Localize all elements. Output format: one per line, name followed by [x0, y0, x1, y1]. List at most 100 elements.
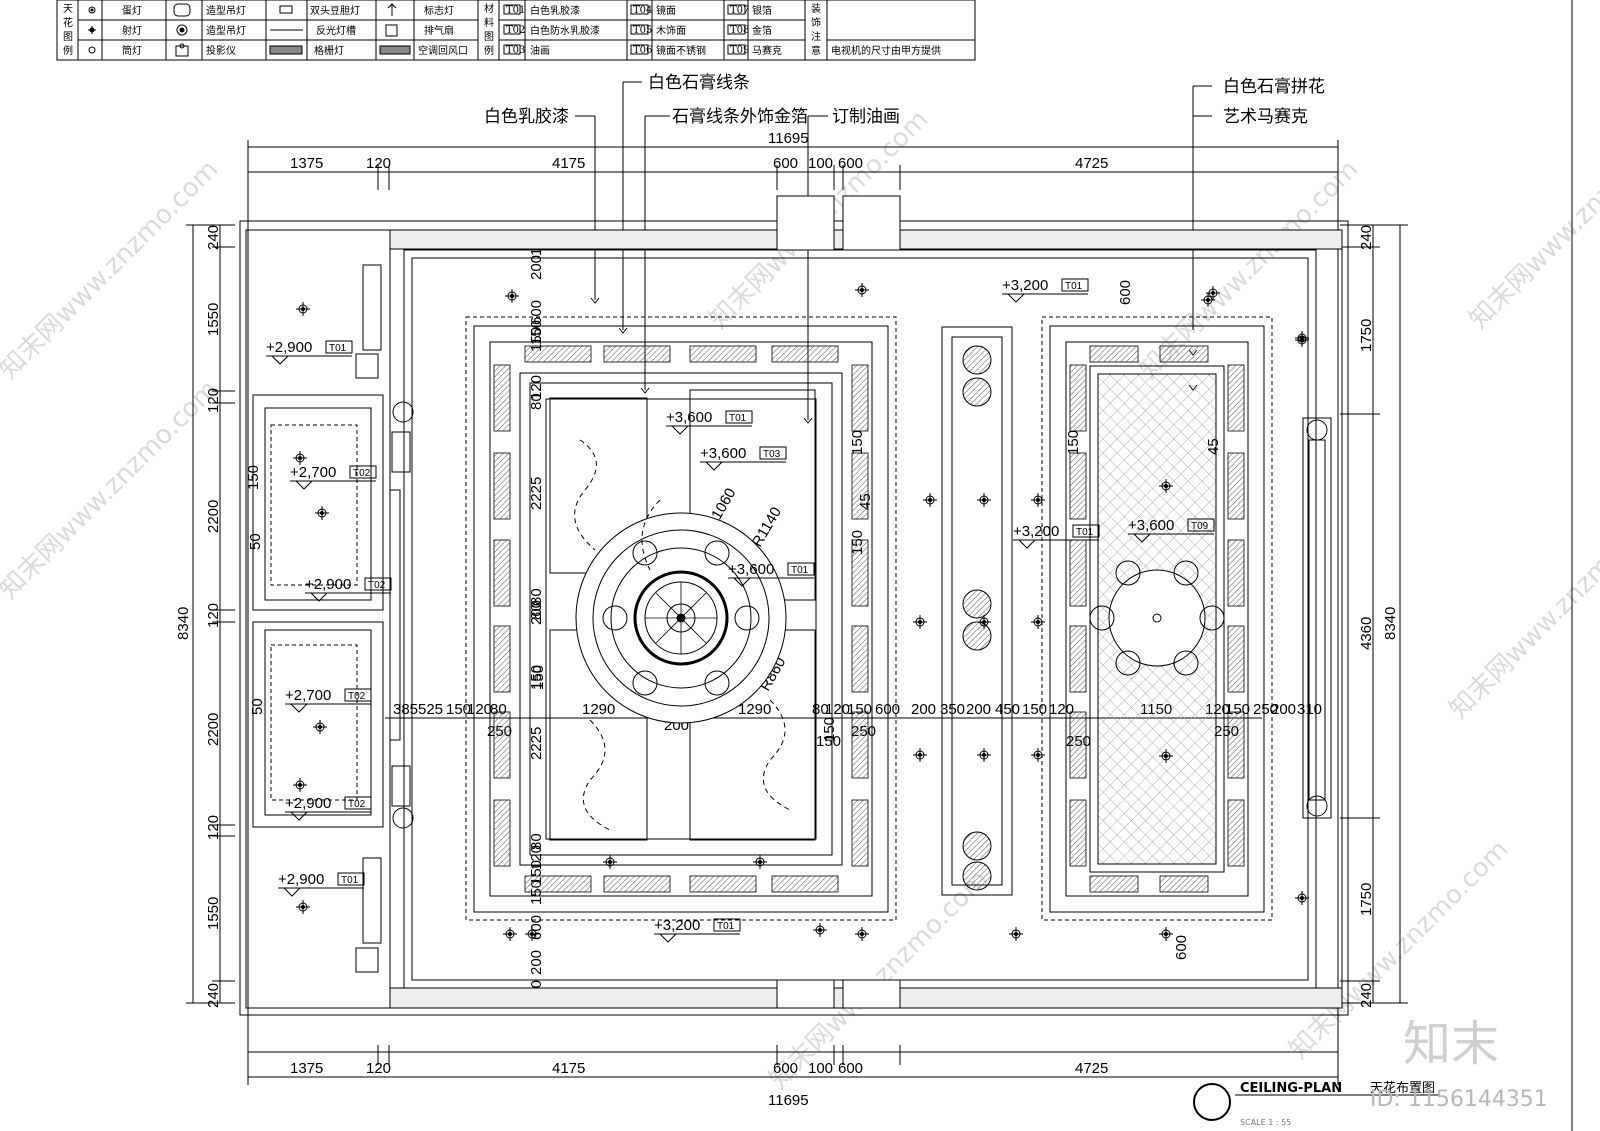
- chandelier-center: [549, 389, 816, 841]
- legend-note-title: 饰: [811, 16, 821, 29]
- annotation-custom-painting: 订制油画: [832, 107, 900, 127]
- downlight-icon: [1295, 331, 1309, 345]
- level-material-tag: T01: [329, 343, 347, 354]
- dimension-label: 150: [530, 665, 547, 690]
- level-value: +3,200: [654, 917, 700, 934]
- dimension-label: 150: [1065, 430, 1082, 455]
- level-value: +3,600: [728, 561, 774, 578]
- downlight-icon: [525, 927, 539, 941]
- legend-note-title: 意: [811, 44, 821, 57]
- downlight-icon: [855, 927, 869, 941]
- dimension-label: 1550: [205, 303, 222, 336]
- dimension-label: 50: [249, 698, 266, 715]
- dimension-label: 150: [849, 430, 866, 455]
- watermark-text: 知末网www.znzmo.com: [0, 154, 224, 385]
- level-material-tag: T01: [1065, 281, 1083, 292]
- legend-text: 天 花 图 例 蛋灯 造型吊灯 双头豆胆灯 标志灯 射灯 造型吊灯 反光灯槽 排…: [63, 2, 941, 57]
- downlight-icon: [1295, 891, 1309, 905]
- material-tag: T01: [506, 5, 525, 16]
- downlight-icon: [315, 506, 329, 520]
- annotation-plaster-line: 白色石膏线条: [648, 72, 750, 93]
- material-item: 银箔: [752, 4, 772, 17]
- dimension-label: 4360: [1358, 617, 1375, 650]
- dimension-label: 4175: [552, 1060, 585, 1077]
- downlight-icon: [753, 855, 767, 869]
- material-item: 木饰面: [656, 24, 686, 37]
- downlight-icon: [1201, 293, 1215, 307]
- dimension-label: 120: [205, 603, 222, 628]
- dimension-label: 150: [821, 717, 838, 742]
- dimension-left-total: 8340: [175, 607, 192, 640]
- dimension-label: 1290: [738, 701, 771, 718]
- dimension-label: 450: [995, 701, 1020, 718]
- dimension-label: 1375: [290, 1060, 323, 1077]
- dimension-label: 600: [773, 155, 798, 172]
- dimension-label: 4725: [1075, 155, 1108, 172]
- annotation-white-latex: 白色乳胶漆: [484, 107, 569, 127]
- dimension-label: 120: [528, 845, 545, 870]
- annotation-mosaic: 艺术马赛克: [1223, 106, 1308, 127]
- level-material-tag: T02: [353, 468, 371, 479]
- dimension-label: 240: [1358, 225, 1375, 250]
- dimension-label: 350: [940, 701, 965, 718]
- dimension-label: 2225: [528, 727, 545, 760]
- dimension-label: 80: [528, 603, 545, 620]
- level-material-tag: T01: [717, 921, 735, 932]
- downlight-icon: [977, 748, 991, 762]
- legend-item: 双头豆胆灯: [310, 5, 360, 17]
- dimension-label: 150: [446, 701, 471, 718]
- level-value: +2,700: [290, 464, 336, 481]
- site-logo: 知末: [1403, 1016, 1499, 1072]
- level-marker: +2,900 T01: [266, 339, 353, 365]
- downlight-icon: [1159, 479, 1173, 493]
- watermark-text: 知末网www.znzmo.com: [1464, 104, 1600, 335]
- dimension-label: 200: [966, 701, 991, 718]
- level-value: +3,600: [700, 445, 746, 462]
- level-value: +2,700: [285, 687, 331, 704]
- downlight-icon: [923, 493, 937, 507]
- legend-material-title: 图: [484, 31, 494, 43]
- dimension-label: 120: [467, 701, 492, 718]
- legend-material-title: 例: [484, 44, 494, 57]
- material-tag: T05: [633, 25, 652, 36]
- level-material-tag: T02: [348, 691, 366, 702]
- legend-item: 格栅灯: [314, 44, 344, 57]
- annotation-text: 白色乳胶漆 白色石膏线条 石膏线条外饰金箔 订制油画 白色石膏拼花 艺术马赛克: [484, 72, 1325, 127]
- legend-material-title: 材: [484, 2, 494, 15]
- level-value: +2,900: [266, 339, 312, 356]
- downlight-icon: [977, 493, 991, 507]
- dimension-label: 4725: [1075, 1060, 1108, 1077]
- legend-item: 造型吊灯: [206, 4, 246, 17]
- dimension-label: 4175: [552, 155, 585, 172]
- legend-note-title: 注: [811, 30, 821, 43]
- dimension-label: 2225: [528, 477, 545, 510]
- dimension-label: 240: [1358, 983, 1375, 1008]
- annotation-gold-leaf: 石膏线条外饰金箔: [672, 106, 808, 127]
- dimension-label: 2200: [205, 500, 222, 533]
- dimension-bottom-total: 11695: [768, 1092, 809, 1109]
- level-material-tag: T01: [729, 413, 747, 424]
- material-item: 镜面: [656, 4, 676, 17]
- dimension-right-total: 8340: [1382, 607, 1399, 640]
- dimension-label: 2200: [205, 713, 222, 746]
- legend-item: 蛋灯: [122, 5, 142, 17]
- material-item: 马赛克: [752, 44, 782, 57]
- dimension-label: 200: [911, 701, 936, 718]
- dimension-label: 1550: [205, 897, 222, 930]
- material-item: 金箔: [752, 24, 772, 37]
- legend-table: [56, 0, 976, 61]
- dimension-lines: [186, 140, 1408, 1085]
- downlight-icon: [813, 923, 827, 937]
- dimension-label: 100: [808, 1060, 833, 1077]
- dimension-label: 120: [366, 155, 391, 172]
- downlight-icon: [313, 720, 327, 734]
- legend-item: 筒灯: [122, 44, 142, 57]
- level-marker: +2,700 T02: [285, 687, 372, 713]
